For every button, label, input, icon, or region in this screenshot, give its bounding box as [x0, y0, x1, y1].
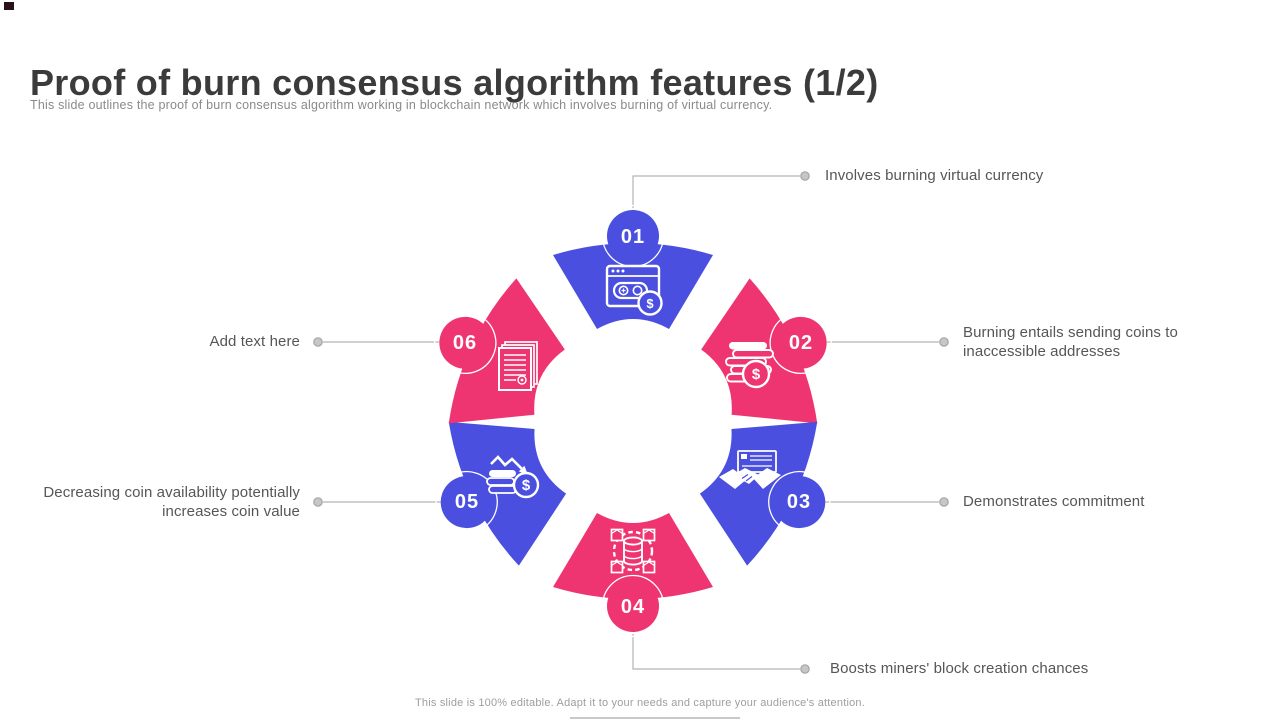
number-circle-01: [607, 210, 659, 262]
connector-dot-6: [313, 337, 323, 347]
wedge-03: [699, 421, 818, 566]
number-circle-05: [440, 476, 493, 529]
connector-dot-4: [800, 664, 810, 674]
segment-06: [434, 278, 565, 424]
number-ring-03: [768, 470, 831, 534]
svg-text:$: $: [646, 296, 654, 311]
callout-label-boosts-miners: Boosts miners' block creation chances: [830, 660, 1089, 677]
connector-4: [632, 634, 800, 670]
segment-number-06: 06: [453, 332, 477, 354]
segment-number-02: 02: [789, 332, 813, 354]
segment-number-03: 03: [787, 491, 811, 513]
svg-text:$: $: [752, 366, 761, 383]
connector-dot-3: [939, 497, 949, 507]
number-ring-04: [601, 574, 665, 638]
coin-decrease-chart-icon: $: [486, 455, 540, 499]
bottom-divider-line: [570, 717, 740, 719]
number-ring-06: [434, 311, 497, 374]
callout-label-add-text-here: Add text here: [209, 333, 300, 350]
number-circle-03: [773, 476, 826, 529]
callout-label-decreasing-coin: Decreasing coin availability potentially…: [43, 484, 300, 520]
slide-subtitle: This slide outlines the proof of burn co…: [30, 98, 773, 112]
callout-label-burning-entails: Burning entails sending coins to inacces…: [963, 324, 1179, 360]
connector-dot-2: [939, 337, 949, 347]
coins-stack-icon: $: [725, 342, 774, 389]
page-title: Proof of burn consensus algorithm featur…: [30, 62, 879, 104]
segment-number-01: 01: [621, 226, 645, 248]
connector-lines: [323, 175, 939, 670]
segment-03: [699, 421, 831, 566]
blockchain-database-icon: [610, 528, 656, 574]
segment-numbers: 01 02 03 04 05 06: [453, 226, 813, 618]
connector-dot-5: [313, 497, 323, 507]
callout-label-involves-burning: Involves burning virtual currency: [825, 167, 1044, 184]
connector-dots: [313, 171, 949, 674]
corner-mark: [4, 2, 14, 10]
number-circle-06: [439, 316, 492, 369]
documents-icon: [498, 341, 538, 391]
connector-1: [632, 175, 800, 208]
segment-04: [553, 513, 713, 638]
segment-number-04: 04: [621, 596, 645, 618]
connector-dot-1: [800, 171, 810, 181]
number-circle-04: [607, 580, 659, 632]
handshake-document-icon: [719, 450, 781, 489]
slide-footer-note: This slide is 100% editable. Adapt it to…: [415, 697, 865, 709]
segment-number-05: 05: [455, 491, 479, 513]
number-circle-02: [774, 316, 827, 369]
callout-label-demonstrates-commitment: Demonstrates commitment: [963, 493, 1145, 510]
svg-text:$: $: [522, 477, 531, 494]
browser-game-dollar-icon: $: [605, 264, 663, 316]
